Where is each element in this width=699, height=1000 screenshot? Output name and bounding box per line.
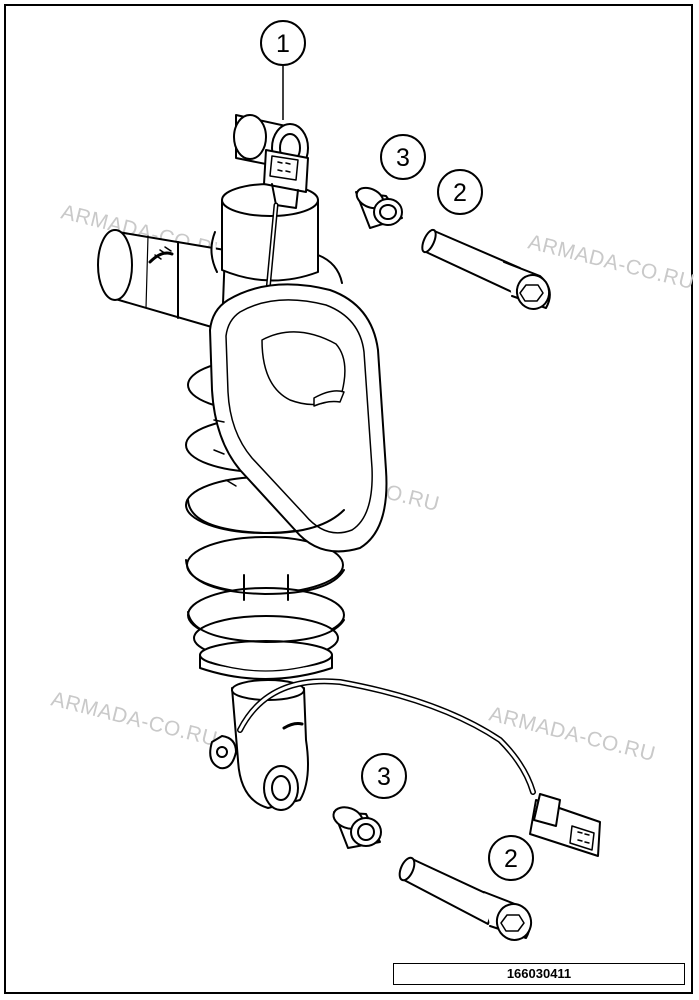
callout-circle-2-bottom [488,835,534,881]
damping-adjuster-housing [209,283,388,553]
drawing-reference-number: 166030411 [393,963,685,985]
callout-label-2-bottom: 2 [504,845,518,873]
part-2-bolt-bottom [398,856,533,941]
spring-preload-collar [199,640,333,680]
top-sensor-connector [263,149,309,293]
part-3-spacer-top [355,186,403,229]
upper-body [210,183,343,284]
bottom-sensor-connector [529,793,601,857]
watermark-2: ARMADA-CO.RU [526,231,697,295]
callouts [260,20,534,881]
part-3-spacer-bottom [332,806,382,849]
callout-label-1: 1 [276,30,290,58]
reservoir-cylinder [97,229,226,331]
callout-circle-1 [260,20,306,66]
diagram-border [4,4,693,994]
sensor-cable [209,678,536,795]
watermark-4: ARMADA-CO.RU [49,688,220,752]
callout-circle-3-bottom [361,753,407,799]
callout-circle-2-top [437,169,483,215]
callout-label-3-bottom: 3 [377,763,391,791]
coil-spring-front [185,499,345,643]
callout-label-2-top: 2 [453,179,467,207]
callout-circle-3-top [380,134,426,180]
lower-clevis [231,679,309,811]
part-2-bolt-top [421,228,551,310]
callout-label-3-top: 3 [396,144,410,172]
